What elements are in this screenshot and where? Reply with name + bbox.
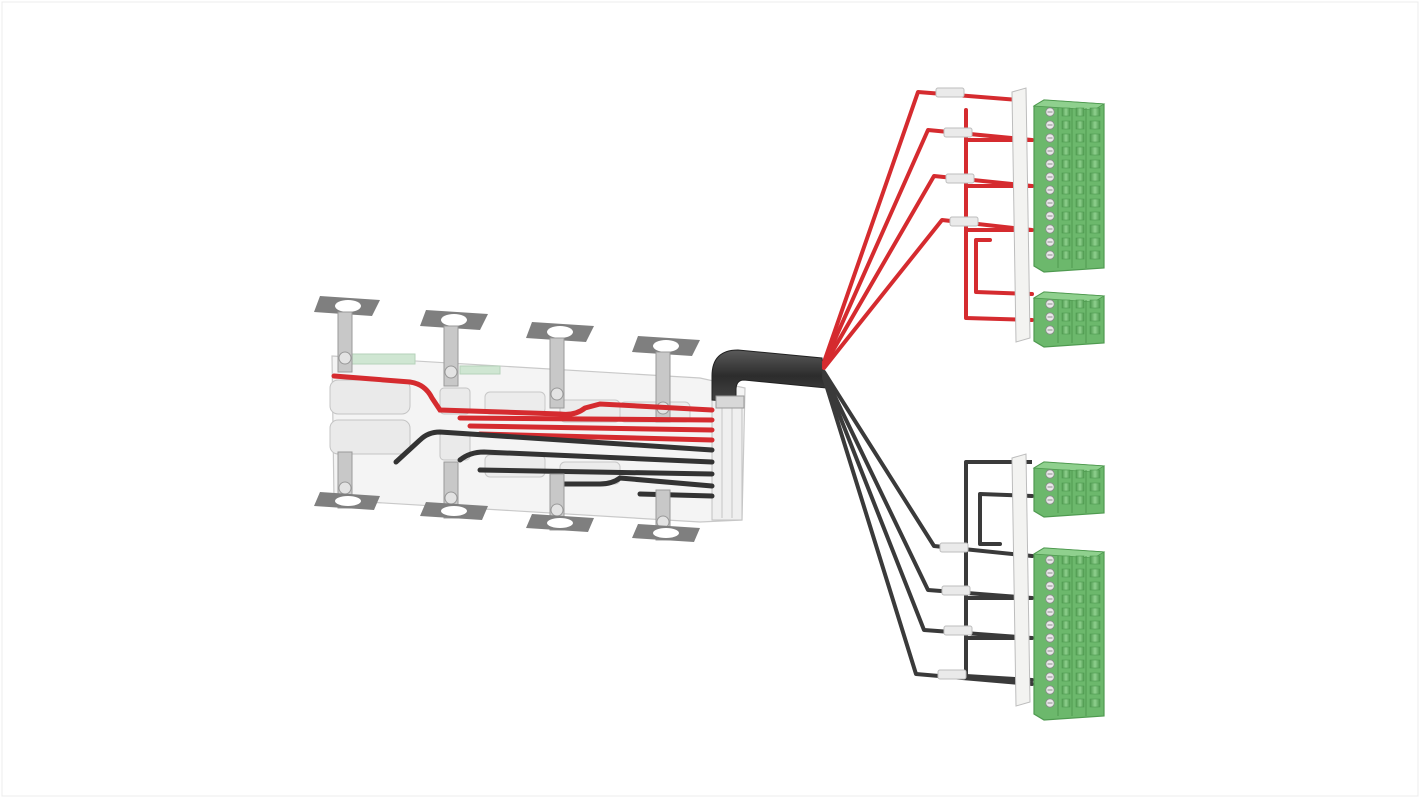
- terminal-block-top-small: [1032, 291, 1106, 348]
- busbar-clamps-bottom: [314, 451, 700, 542]
- terminal-block-top-large: [1032, 99, 1106, 273]
- mounting-bars: [1011, 87, 1031, 707]
- busbar-clamps-top: [314, 296, 700, 423]
- red-wire-ferrules: [935, 87, 979, 227]
- terminal-blocks: [1032, 99, 1106, 721]
- internal-black-wires: [393, 429, 715, 499]
- terminal-block-bottom-small: [1032, 461, 1106, 518]
- terminal-block-bottom-large: [1032, 547, 1106, 721]
- black-wire-ferrules: [937, 542, 973, 680]
- main-cable: [711, 349, 827, 409]
